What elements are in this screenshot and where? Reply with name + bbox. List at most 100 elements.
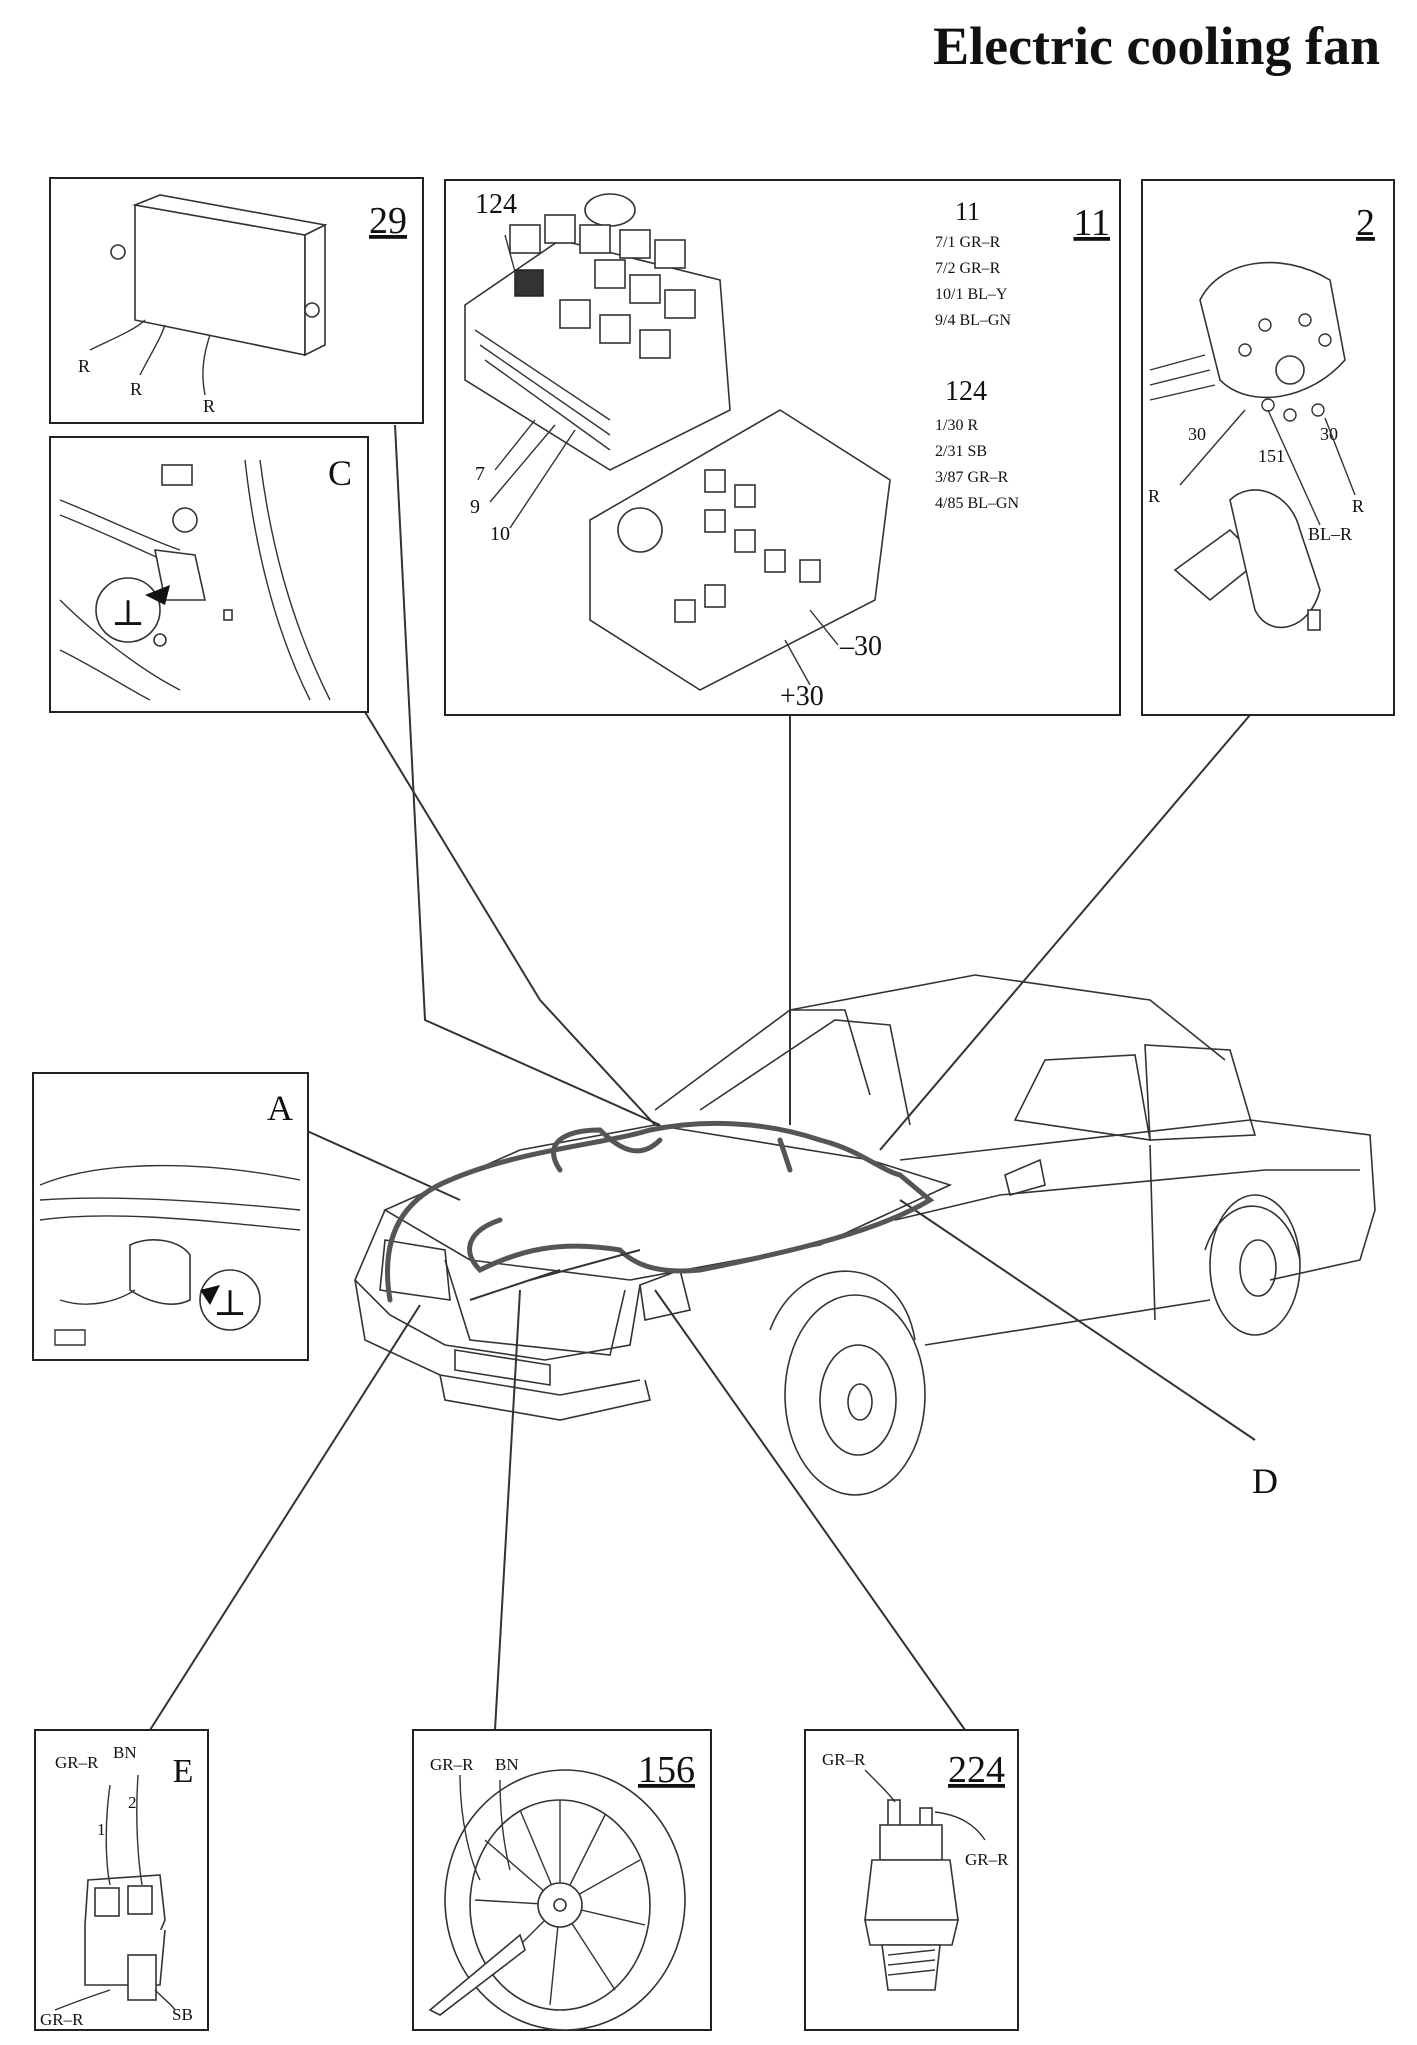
group-124-line-3: 3/87 GR–R xyxy=(935,469,1009,486)
switch-terminal-1 xyxy=(887,1799,901,1829)
car-sill xyxy=(924,1299,1211,1346)
car-windshield-left xyxy=(654,1009,791,1111)
fuse-row xyxy=(474,329,611,451)
panel-156-label: 156 xyxy=(638,1749,695,1791)
fuse-box-relays xyxy=(674,469,821,623)
car-front-wheel xyxy=(784,1294,926,1496)
car-beltline xyxy=(894,1169,1360,1221)
wire-2-right: R xyxy=(1352,496,1364,516)
car-front-hub-center xyxy=(847,1383,873,1421)
temp-switch-thread-icon xyxy=(881,1944,941,1991)
panel-e-label: E xyxy=(173,1753,194,1790)
pin-9: 9 xyxy=(470,496,480,518)
temp-switch-body-icon xyxy=(864,1859,959,1921)
wiring-harness-fusebox xyxy=(777,1137,793,1173)
ground-c-glyph: ⊥ xyxy=(111,593,145,633)
callout-124-line xyxy=(504,234,521,291)
panel-c: C ⊥ xyxy=(49,436,369,713)
leader-c xyxy=(364,711,656,1126)
wire-2-left: R xyxy=(1148,486,1160,506)
leader-224 xyxy=(654,1289,966,1731)
terminal-minus-30: –30 xyxy=(839,631,882,662)
car-hood xyxy=(383,1124,953,1281)
relays xyxy=(509,214,696,359)
group-11-line-4: 9/4 BL–GN xyxy=(935,312,1011,329)
wire-29-label-2: R xyxy=(130,379,142,399)
leader-e xyxy=(149,1304,421,1731)
leader-156 xyxy=(494,1289,521,1731)
ground-symbol-c xyxy=(95,577,161,643)
pin-151: 151 xyxy=(1258,446,1285,466)
wire-e-top-right: BN xyxy=(113,1743,137,1762)
leader-2 xyxy=(879,714,1251,1151)
panel-224: 224 GR–R GR–R xyxy=(804,1729,1019,2031)
wire-29-label-1: R xyxy=(78,356,90,376)
panel-156: 156 GR–R BN xyxy=(412,1729,712,2031)
relay-124-callout: 124 xyxy=(475,189,517,220)
panel-29: 29 R R R xyxy=(49,177,424,424)
page-title: Electric cooling fan xyxy=(933,16,1380,76)
wire-e-top-left: GR–R xyxy=(55,1753,99,1772)
door-pillar-lines xyxy=(59,599,181,701)
group-124-line-1: 1/30 R xyxy=(935,417,978,434)
wiring-harness-branch xyxy=(551,1127,663,1173)
group-11-line-3: 10/1 BL–Y xyxy=(935,286,1008,303)
wire-29-a xyxy=(89,319,146,351)
panel-c-label: C xyxy=(328,453,352,493)
car-lower-valance xyxy=(439,1374,651,1421)
wire-224-right: GR–R xyxy=(965,1850,1009,1869)
car-front xyxy=(354,1209,641,1361)
car-rear-body xyxy=(899,1119,1376,1281)
car-grille xyxy=(444,1259,626,1356)
group-11-heading: 11 xyxy=(955,197,980,226)
leader-d xyxy=(899,1199,1256,1441)
connector-a-icon xyxy=(129,1239,191,1305)
terminal-plus-30: +30 xyxy=(780,681,824,712)
wire-156-right: BN xyxy=(495,1755,519,1774)
car-illustration xyxy=(354,974,1376,1496)
car-plate xyxy=(454,1349,551,1386)
panel-2: 2 30 151 30 R R BL–R xyxy=(1141,179,1395,716)
wiring-harness xyxy=(385,1120,935,1303)
car-front-arch xyxy=(769,1270,916,1341)
wire-29-label-3: R xyxy=(203,396,215,416)
ground-symbol-a xyxy=(199,1269,261,1331)
wire-29-c xyxy=(202,334,211,396)
ground-a-glyph: ⊥ xyxy=(213,1283,247,1323)
panel-e: E GR–R BN 1 2 GR–R SB xyxy=(34,1729,209,2031)
car-a-pillar xyxy=(790,1009,871,1096)
car-front-hub xyxy=(819,1344,897,1456)
leader-lines xyxy=(149,424,1256,1731)
pin-e-2: 2 xyxy=(128,1793,137,1812)
leader-29 xyxy=(394,424,661,1126)
wire-e-bottom-right: SB xyxy=(172,2005,193,2024)
car-windshield xyxy=(699,1019,911,1126)
engine-bay-lines xyxy=(39,1164,301,1231)
car-rear-arch xyxy=(1204,1205,1301,1261)
panel-a: A ⊥ xyxy=(32,1072,309,1361)
fan-bracket-icon xyxy=(428,1933,526,2016)
group-124-line-4: 4/85 BL–GN xyxy=(935,495,1019,512)
pin-e-1: 1 xyxy=(97,1820,106,1839)
car-rear-wheel xyxy=(1209,1194,1301,1336)
wire-224-top: GR–R xyxy=(822,1750,866,1769)
ignition-switch-icon xyxy=(1199,261,1346,399)
group-124-line-2: 2/31 SB xyxy=(935,443,987,460)
group-124-heading: 124 xyxy=(945,376,987,407)
relay-124-highlight xyxy=(514,269,544,297)
pin-30-left: 30 xyxy=(1188,424,1206,444)
wire-29-b xyxy=(139,324,166,376)
panel-11-label: 11 xyxy=(1073,202,1110,244)
pin-10: 10 xyxy=(490,523,510,545)
wire-2-mid: BL–R xyxy=(1308,524,1352,544)
callout-d: D xyxy=(1252,1461,1278,1501)
car-front-window xyxy=(1013,1054,1151,1141)
panel-2-label: 2 xyxy=(1356,202,1375,244)
panel-29-label: 29 xyxy=(369,200,407,242)
car-headlight-left xyxy=(379,1239,451,1301)
pin-7: 7 xyxy=(475,463,485,485)
car-rear-hub xyxy=(1239,1239,1277,1297)
car-roof xyxy=(789,974,1226,1061)
group-11-line-2: 7/2 GR–R xyxy=(935,260,1001,277)
panel-a-label: A xyxy=(267,1088,293,1128)
